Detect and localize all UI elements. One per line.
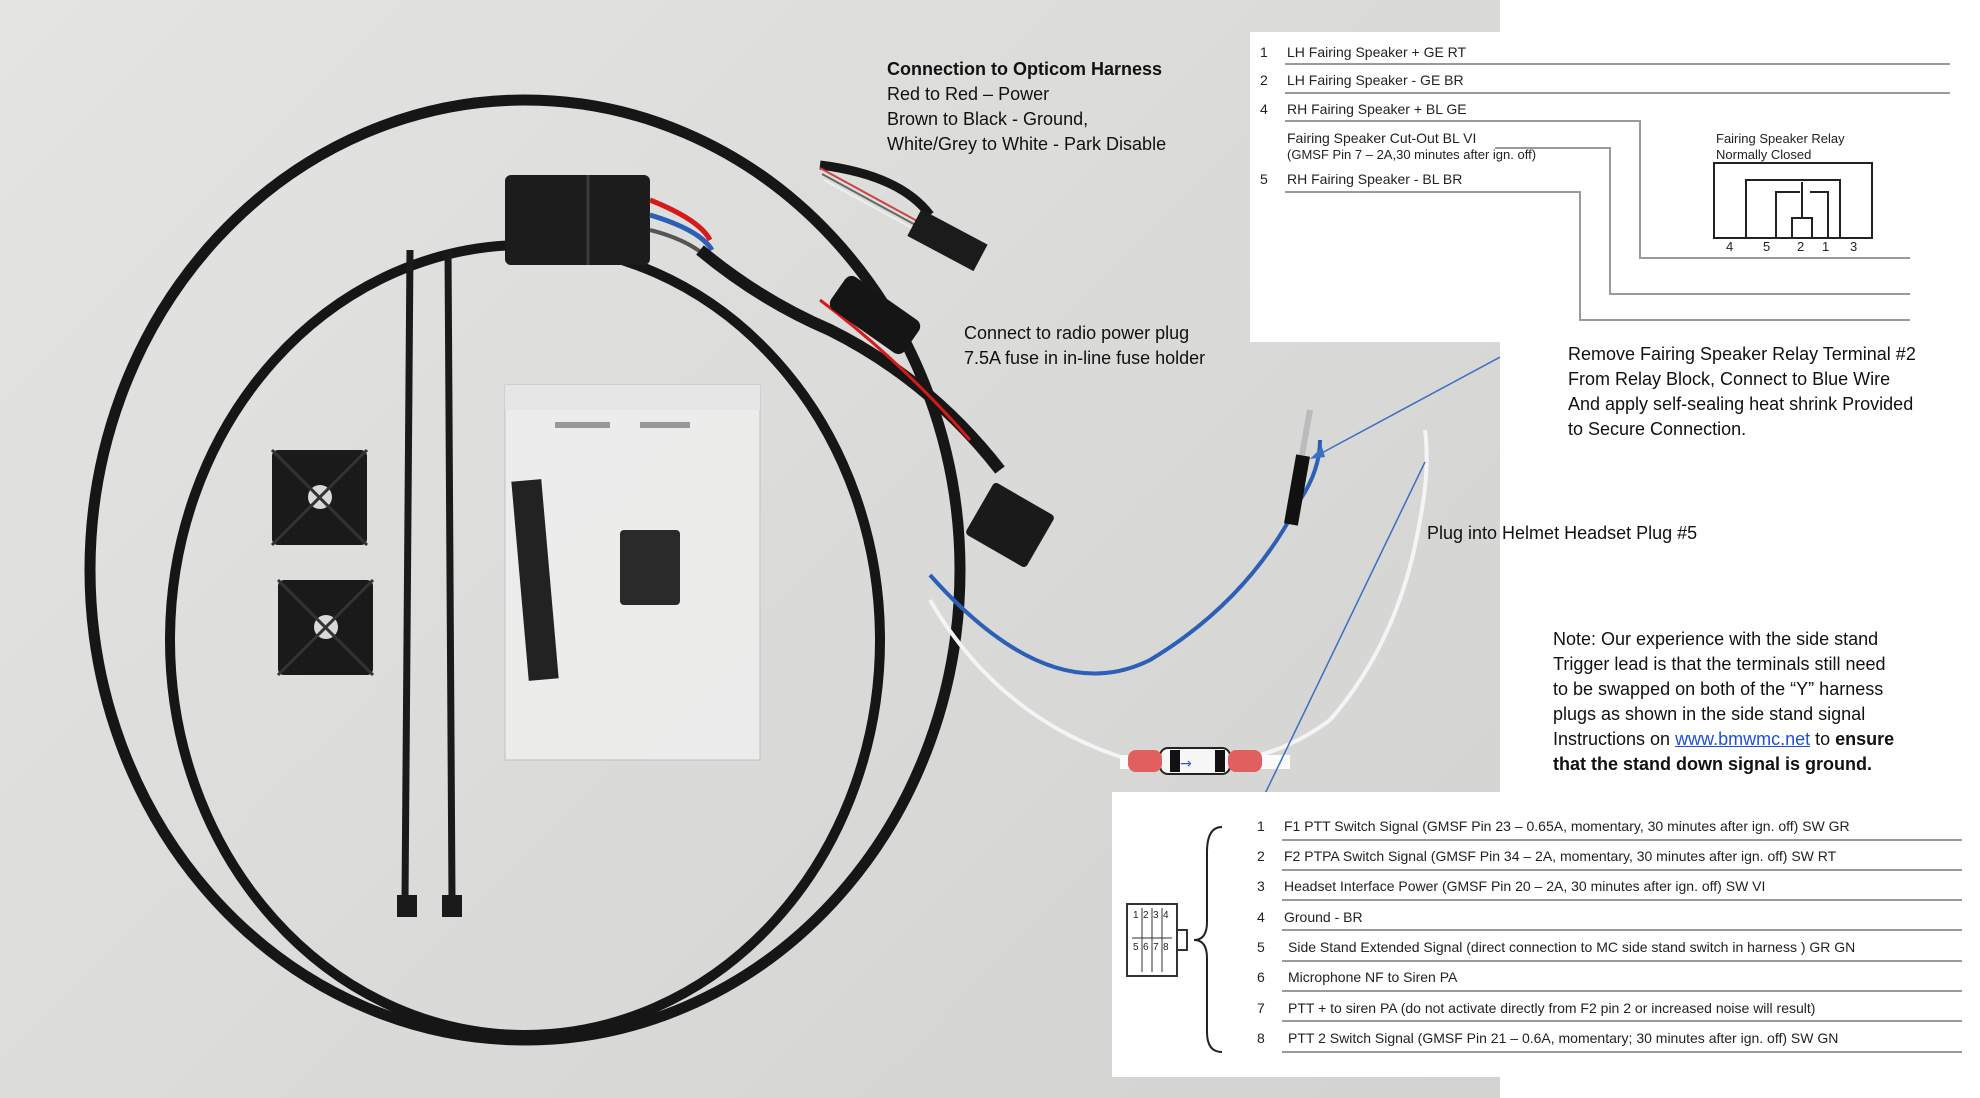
headset-row-4-num: 4 (1257, 909, 1265, 925)
note-line-4: plugs as shown in the side stand signal (1553, 704, 1866, 724)
headset-row-5-label: Side Stand Extended Signal (direct conne… (1288, 939, 1856, 955)
photo-illustration: → (84, 94, 1500, 1046)
headset-pin-7: 7 (1153, 942, 1159, 953)
relay-arrow (1317, 356, 1500, 456)
headset-row-8-num: 8 (1257, 1030, 1265, 1046)
opticom-line-1: Red to Red – Power (887, 84, 1050, 104)
blue-heatshrink (1284, 454, 1310, 526)
note-line-1: Note: Our experience with the side stand (1553, 629, 1879, 649)
headset-row-6-num: 6 (1257, 969, 1265, 985)
cable-tie-left (401, 249, 414, 901)
headset-row-3-num: 3 (1257, 878, 1265, 894)
tie-mount-top (270, 448, 369, 547)
headset-pin-2: 2 (1143, 910, 1149, 921)
relay-pin-1: 1 (1822, 239, 1830, 254)
relay-line-3: And apply self-sealing heat shrink Provi… (1568, 394, 1914, 414)
relay-annotation: Remove Fairing Speaker Relay Terminal #2… (1568, 342, 1916, 442)
opticom-connector (907, 209, 988, 272)
blue-wire (928, 439, 1322, 676)
relay-line-1: Remove Fairing Speaker Relay Terminal #2 (1568, 344, 1916, 364)
radio-line-2: 7.5A fuse in in-line fuse holder (964, 348, 1206, 368)
y-harness (696, 245, 1005, 474)
headset-pin-3: 3 (1153, 910, 1159, 921)
speaker-row-4-num: 4 (1260, 101, 1268, 117)
speaker-row-5-label: RH Fairing Speaker - BL BR (1287, 171, 1463, 187)
speaker-row-2-num: 2 (1260, 72, 1268, 88)
headset-row-5-num: 5 (1257, 939, 1265, 955)
svg-text:→: → (1180, 756, 1192, 772)
relay-block (505, 175, 650, 265)
relay-line-4: to Secure Connection. (1568, 419, 1747, 439)
headset-row-2-label: F2 PTPA Switch Signal (GMSF Pin 34 – 2A,… (1284, 848, 1837, 864)
note-instructions-mid: to (1810, 729, 1836, 749)
headset-row-1-label: F1 PTT Switch Signal (GMSF Pin 23 – 0.65… (1284, 818, 1850, 834)
bmwmc-link[interactable]: www.bmwmc.net (1675, 729, 1811, 749)
relay-pin-4: 4 (1726, 239, 1734, 254)
headset-plug-panel: 1 2 3 4 5 6 7 8 1 F1 PTT Switch Signal (… (1112, 792, 1962, 1077)
white-wire (928, 429, 1429, 767)
note-annotation: Note: Our experience with the side stand… (1553, 627, 1894, 777)
note-line-2: Trigger lead is that the terminals still… (1553, 654, 1886, 674)
radio-line-1: Connect to radio power plug (964, 323, 1190, 343)
heat-shrink-tube (511, 479, 559, 681)
relay-subtitle: Normally Closed (1716, 147, 1812, 162)
headset-row-6-label: Microphone NF to Siren PA (1288, 969, 1458, 985)
radio-connector (966, 482, 1054, 568)
relay-wiring (1285, 120, 1910, 321)
relay-pin-3: 3 (1850, 239, 1858, 254)
radio-annotation: Connect to radio power plug 7.5A fuse in… (964, 321, 1205, 371)
headset-row-2-num: 2 (1257, 848, 1265, 864)
speaker-row-5-num: 5 (1260, 171, 1268, 187)
headset-connector-diagram (1126, 826, 1223, 1053)
headset-row-4-label: Ground - BR (1284, 909, 1363, 925)
note-line-3: to be swapped on both of the “Y” harness (1553, 679, 1884, 699)
headset-pin-8: 8 (1163, 942, 1169, 953)
opticom-line-3: White/Grey to White - Park Disable (887, 134, 1167, 154)
headset-row-3-label: Headset Interface Power (GMSF Pin 20 – 2… (1284, 878, 1766, 894)
speaker-row-2-label: LH Fairing Speaker - GE BR (1287, 72, 1464, 88)
opticom-line-2: Brown to Black - Ground, (887, 109, 1089, 129)
headset-pin-1: 1 (1133, 910, 1139, 921)
speaker-row-1-num: 1 (1260, 44, 1268, 60)
headset-row-7-label: PTT + to siren PA (do not activate direc… (1288, 1000, 1816, 1016)
opticom-annotation: Connection to Opticom Harness Red to Red… (887, 57, 1166, 157)
note-line-6: that the stand down signal is ground. (1553, 754, 1872, 774)
headset-row-1-num: 1 (1257, 818, 1265, 834)
speaker-cutout-sub: (GMSF Pin 7 – 2A,30 minutes after ign. o… (1287, 147, 1537, 162)
headset-pin-6: 6 (1143, 942, 1149, 953)
note-ensure: ensure (1835, 729, 1895, 749)
speaker-cutout-label: Fairing Speaker Cut-Out BL VI (1287, 130, 1477, 146)
headset-row-7-num: 7 (1257, 1000, 1265, 1016)
opticom-title: Connection to Opticom Harness (887, 59, 1163, 79)
relay-pin-5: 5 (1763, 239, 1771, 254)
speaker-relay-panel: 1 LH Fairing Speaker + GE RT 2 LH Fairin… (1250, 32, 1950, 342)
relay-line-2: From Relay Block, Connect to Blue Wire (1568, 369, 1891, 389)
relay-title: Fairing Speaker Relay (1716, 131, 1845, 146)
note-instructions-prefix: Instructions on (1553, 729, 1676, 749)
helmet-annotation: Plug into Helmet Headset Plug #5 (1427, 523, 1698, 543)
speaker-row-1-label: LH Fairing Speaker + GE RT (1287, 44, 1467, 60)
tie-mount-bottom (276, 578, 375, 677)
fuse-holder (829, 275, 921, 355)
spare-connector (620, 530, 680, 605)
relay-pin-2: 2 (1797, 239, 1805, 254)
note-line-5: Instructions on www.bmwmc.net to ensure (1553, 727, 1894, 752)
headset-pin-5: 5 (1133, 942, 1139, 953)
opticom-lead (819, 160, 934, 218)
headset-row-8-label: PTT 2 Switch Signal (GMSF Pin 21 – 0.6A,… (1288, 1030, 1839, 1046)
speaker-row-4-label: RH Fairing Speaker + BL GE (1287, 101, 1467, 117)
headset-pin-4: 4 (1163, 910, 1169, 921)
cable-tie-right (444, 249, 456, 901)
